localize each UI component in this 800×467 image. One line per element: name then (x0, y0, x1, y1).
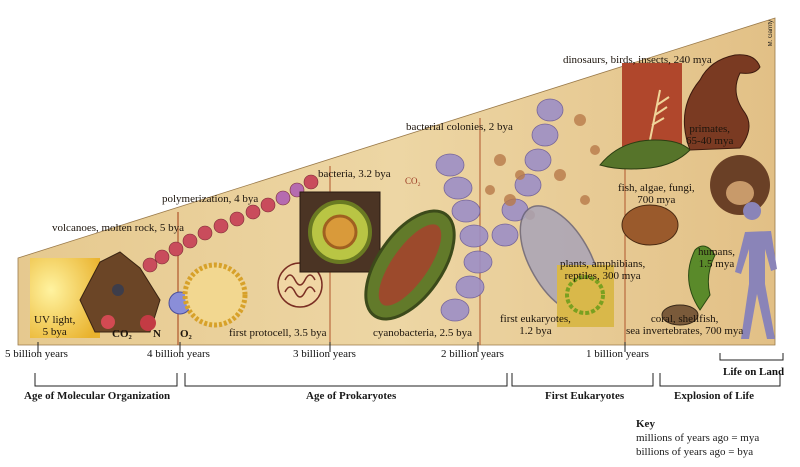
tick-5-billion: 5 billion years (5, 348, 68, 360)
label-plants-line1: plants, amphibians, (560, 258, 646, 270)
label-o2: O₂ (180, 328, 192, 340)
fish-illustration (599, 139, 691, 170)
key-bya: billions of years ago = bya (636, 446, 754, 458)
timeline-ruler (34, 342, 784, 387)
dinosaur-illustration (683, 54, 761, 151)
label-coral-line1: coral, shellfish, (650, 313, 719, 325)
primate-face (726, 181, 754, 205)
label-humans: humans, 1.5 mya (698, 246, 735, 270)
dinosaur-panel (622, 63, 682, 148)
label-plants-line2: reptiles, 300 mya (564, 270, 641, 282)
label-life-on-land: Life on Land (723, 366, 785, 378)
label-uv-light-line2: 5 bya (42, 326, 67, 338)
protocell-illustration (182, 262, 248, 328)
age-molecular-organization: Age of Molecular Organization (24, 390, 171, 402)
label-coral-line2: sea invertebrates, 700 mya (626, 325, 744, 337)
label-co2: CO₂ (112, 328, 132, 340)
key-mya: millions of years ago = mya (636, 432, 760, 444)
label-first-protocell: first protocell, 3.5 bya (229, 327, 327, 339)
bacterial-colony-chain (435, 98, 564, 322)
age-prokaryotes: Age of Prokaryotes (306, 390, 397, 402)
label-fish-line1: fish, algae, fungi, (618, 182, 695, 194)
label-primates: primates, 65-40 mya (686, 123, 733, 147)
algae-ring (565, 275, 605, 315)
label-humans-line1: humans, (698, 246, 735, 258)
label-coral: coral, shellfish, sea invertebrates, 700… (626, 313, 743, 337)
label-first-eukaryotes: first eukaryotes, 1.2 bya (500, 313, 571, 337)
label-cyanobacteria: cyanobacteria, 2.5 bya (373, 327, 472, 339)
polymer-chain (142, 174, 319, 273)
molecule-icon (112, 284, 124, 296)
age-first-eukaryotes: First Eukaryotes (545, 390, 625, 402)
fern-fossil-icon (649, 89, 670, 141)
n-molecule-icon (140, 315, 156, 331)
label-bacteria: bacteria, 3.2 bya (318, 168, 391, 180)
label-uv-light: UV light, 5 bya (34, 314, 75, 338)
tick-1-billion: 1 billion years (586, 348, 649, 360)
label-primates-line2: 65-40 mya (686, 135, 734, 147)
tick-3-billion: 3 billion years (293, 348, 356, 360)
label-plants: plants, amphibians, reptiles, 300 mya (560, 258, 645, 282)
human-silhouette (735, 202, 777, 339)
tick-4-billion: 4 billion years (147, 348, 210, 360)
bacterium-core (322, 214, 358, 250)
horseshoe-crab-illustration (621, 204, 679, 246)
label-fish-line2: 700 mya (637, 194, 676, 206)
label-humans-line2: 1.5 mya (698, 258, 735, 270)
label-bacterial-colonies: bacterial colonies, 2 bya (406, 121, 513, 133)
age-explosion-of-life: Explosion of Life (674, 390, 755, 402)
label-first-eukaryotes-line1: first eukaryotes, (500, 313, 571, 325)
label-n: N (153, 328, 161, 340)
key-title: Key (636, 418, 655, 430)
coral-illustration (688, 245, 716, 311)
label-fish: fish, algae, fungi, 700 mya (618, 182, 695, 206)
label-co2-small: CO₂ (405, 176, 421, 186)
label-volcanoes: volcanoes, molten rock, 5 bya (52, 222, 184, 234)
label-uv-light-line1: UV light, (34, 314, 76, 326)
tick-2-billion: 2 billion years (441, 348, 504, 360)
trilobite-illustration (661, 304, 699, 326)
cyanobacterium-core (378, 224, 442, 306)
label-dinosaurs: dinosaurs, birds, insects, 240 mya (563, 54, 712, 66)
label-first-eukaryotes-line2: 1.2 bya (519, 325, 552, 337)
label-primates-line1: primates, (689, 123, 730, 135)
artist-signature: M. Garrity (768, 20, 774, 47)
label-polymerization: polymerization, 4 bya (162, 193, 259, 205)
molecule-icon (101, 315, 115, 329)
